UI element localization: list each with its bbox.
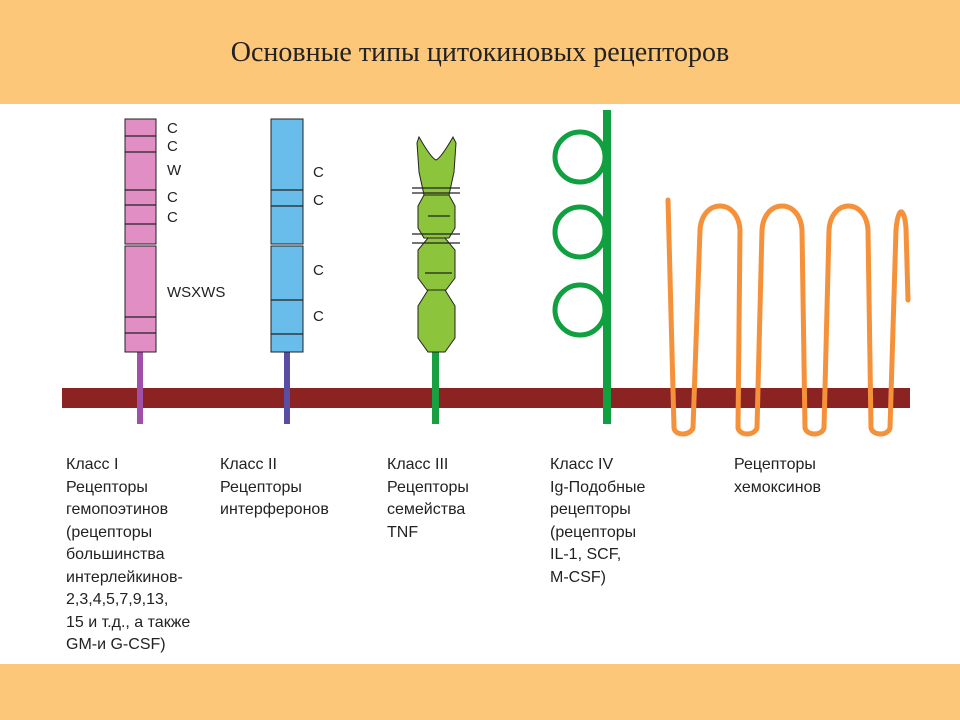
class1-caption-line: 15 и т.д., а также (66, 613, 191, 631)
class4-ig-domain-2 (552, 204, 608, 260)
class1-motif-c3: C (167, 189, 178, 206)
class4-receptor (552, 110, 611, 424)
class1-motif-c1: C (167, 120, 178, 137)
class1-caption-line: 2,3,4,5,7,9,13, (66, 591, 169, 608)
class1-caption-line: GM-и G-CSF) (66, 636, 166, 653)
class1-motif-c2: C (167, 138, 178, 155)
cell-membrane (62, 388, 910, 408)
class4-ig-domain-3 (552, 282, 608, 338)
class1-domain-upper (124, 118, 157, 245)
class1-caption-line: интерлейкинов- (66, 568, 183, 586)
class1-domain-lower (124, 245, 157, 353)
class2-caption: Класс II Рецепторы интерферонов (220, 454, 329, 522)
class3-caption-line: семейства (387, 501, 466, 518)
class2-motif-c1: C (313, 164, 324, 181)
class3-stem (432, 350, 439, 424)
class3-caption: Класс III Рецепторы семейства TNF (387, 454, 469, 544)
class2-motif-c2: C (313, 192, 324, 209)
class1-caption-line: (рецепторы (66, 523, 153, 541)
chemokine-caption-line: Рецепторы (734, 456, 816, 473)
title-band (0, 0, 960, 104)
class3-caption-line: Рецепторы (387, 478, 469, 496)
class1-motif-wsxws: WSXWS (167, 284, 225, 301)
class2-domain-lower (270, 245, 304, 353)
class3-domain-top (416, 135, 457, 196)
class3-caption-line: Класс III (387, 456, 449, 473)
class4-caption: Класс IV Ig-Подобные рецепторы (рецептор… (550, 454, 645, 589)
class1-stem (137, 352, 143, 424)
class2-receptor: C C C C (270, 118, 324, 424)
class4-caption-line: M-CSF) (550, 568, 606, 586)
class2-caption-line: Рецепторы (220, 478, 302, 496)
class4-caption-line: Класс IV (550, 456, 614, 473)
class4-caption-line: (рецепторы (550, 523, 637, 541)
class1-caption-line: большинства (66, 546, 165, 563)
class1-caption: Класс I Рецепторы гемопоэтинов (рецептор… (66, 454, 190, 657)
class3-caption-line: TNF (387, 523, 419, 541)
class2-caption-line: Класс II (220, 456, 277, 473)
chemokine-caption-line: хемоксинов (734, 478, 821, 496)
class1-caption-line: Класс I (66, 456, 119, 473)
class3-receptor (412, 135, 460, 424)
class4-caption-line: рецепторы (550, 501, 631, 518)
class4-ig-domain-1 (552, 129, 608, 185)
class3-domain-3 (417, 237, 456, 291)
class1-caption-line: Рецепторы (66, 478, 148, 496)
class1-motif-w: W (167, 162, 182, 179)
class2-motif-c4: C (313, 308, 324, 325)
class2-motif-c3: C (313, 262, 324, 279)
footer-band (0, 664, 960, 720)
class4-stem (603, 110, 611, 424)
class1-motif-c4: C (167, 209, 178, 226)
class3-domain-4 (417, 289, 456, 353)
chemokine-receptor (665, 197, 911, 437)
chemokine-caption: Рецепторы хемоксинов (734, 454, 821, 499)
class4-caption-line: Ig-Подобные (550, 478, 646, 496)
class2-stem (284, 352, 290, 424)
page-title: Основные типы цитокиновых рецепторов (230, 37, 730, 68)
class2-caption-line: интерферонов (220, 501, 329, 518)
class1-caption-line: гемопоэтинов (66, 501, 169, 518)
class1-receptor: C C W C C WSXWS (124, 118, 225, 424)
class2-domain-upper (270, 118, 304, 245)
class4-caption-line: IL-1, SCF, (550, 546, 622, 563)
